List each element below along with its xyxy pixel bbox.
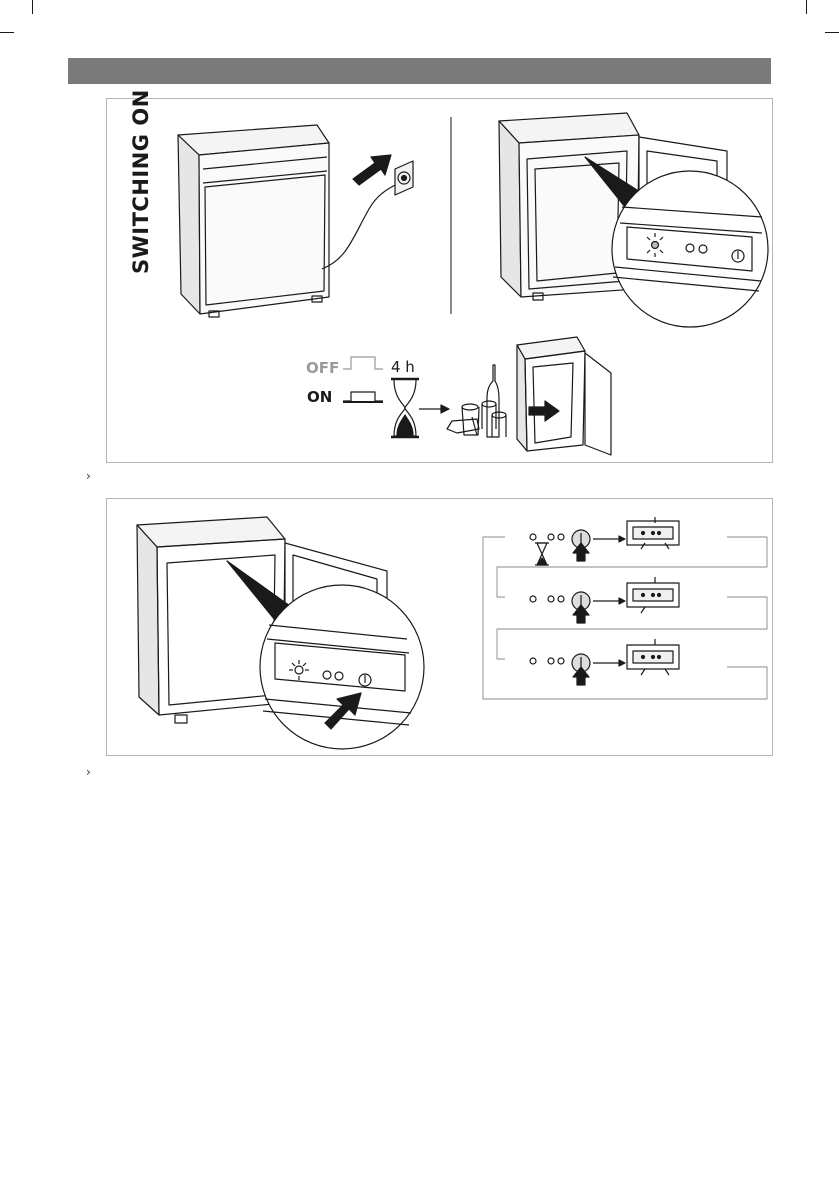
hourglass-icon	[535, 543, 549, 565]
power-cable	[322, 183, 399, 269]
cooling-time-label: 4 h	[391, 358, 415, 376]
crop-mark-top-left-v	[32, 0, 33, 14]
crop-mark-top-right-v	[806, 0, 807, 14]
light-control-panel	[106, 498, 773, 756]
fridge-closed	[178, 125, 329, 317]
power-plug-icon	[395, 161, 413, 195]
light-icon	[652, 242, 659, 249]
fridge-small	[517, 337, 611, 455]
switching-on-panel: SWITCHING ON	[106, 98, 773, 463]
on-label: ON	[307, 388, 332, 406]
light-cycle-diagram	[483, 517, 767, 699]
section-header-bar	[68, 58, 771, 84]
crop-mark-top-right-h	[825, 32, 839, 33]
arrow-icon	[353, 155, 391, 185]
off-label: OFF	[306, 359, 339, 377]
hourglass-icon	[391, 379, 419, 437]
light-control-illustration	[107, 499, 772, 755]
display-zoom	[612, 171, 768, 327]
switching-on-illustration	[107, 99, 772, 462]
bullet-marker: ›	[86, 470, 91, 482]
bullet-marker: ›	[86, 766, 91, 778]
crop-mark-top-left-h	[0, 32, 14, 33]
groceries	[447, 365, 506, 437]
